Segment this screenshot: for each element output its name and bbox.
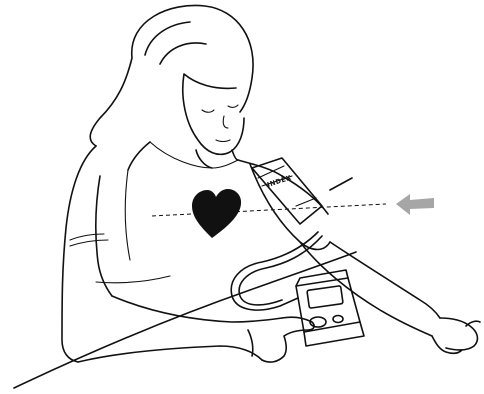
air-tube-inner xyxy=(239,236,322,305)
nose xyxy=(223,116,228,128)
table-edge xyxy=(14,178,356,388)
left-hand xyxy=(248,317,314,362)
neck xyxy=(196,150,238,168)
cuff-index-label: INDEX xyxy=(266,174,292,189)
mouth xyxy=(216,140,230,142)
heart-icon xyxy=(192,189,241,238)
torso-outline xyxy=(62,142,282,362)
right-hand xyxy=(432,318,480,353)
shirt-fold-lines xyxy=(70,170,170,283)
bp-monitor xyxy=(296,270,364,346)
left-forearm xyxy=(78,296,282,362)
monitor-display xyxy=(307,286,343,309)
face-outline xyxy=(183,74,244,154)
arrow-left-icon xyxy=(396,194,434,215)
monitor-secondary-button xyxy=(333,316,343,323)
closed-eyes xyxy=(202,105,238,112)
left-shoulder-sleeve xyxy=(96,176,112,296)
hair-outline xyxy=(90,5,253,146)
heart-level-line xyxy=(152,204,386,216)
collar xyxy=(150,142,238,168)
